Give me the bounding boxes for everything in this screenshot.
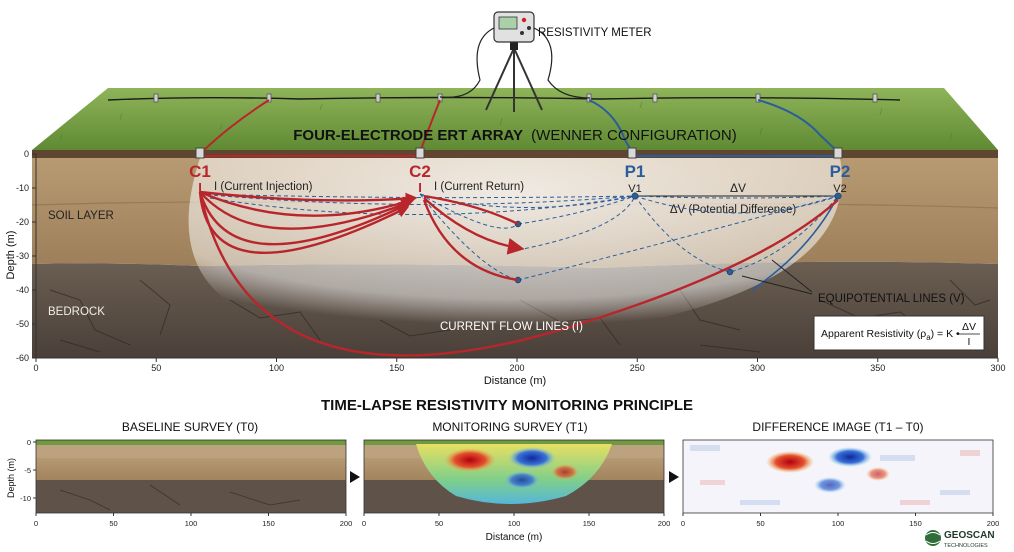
wire-p1	[588, 99, 633, 153]
mini-x-tick-label: 200	[340, 519, 353, 528]
formula-subscript: a	[926, 333, 931, 342]
mini-x-tick-label: 150	[909, 519, 922, 528]
grass-texture	[59, 101, 953, 141]
x-tick-label: 100	[269, 363, 284, 373]
panel-monitoring	[363, 439, 665, 514]
potential-line-p2	[751, 195, 839, 291]
y-axis-label: Depth (m)	[5, 231, 17, 280]
potential-difference-label: ΔV (Potential Difference)	[670, 204, 797, 216]
formula-prefix: Apparent Resistivity (ρ	[821, 328, 926, 340]
panel-title-monitoring: MONITORING SURVEY (T1)	[432, 420, 587, 434]
y-tick-label: -10	[16, 183, 29, 193]
y-tick-label: -40	[16, 285, 29, 295]
x-axis-label: Distance (m)	[484, 375, 546, 387]
mini-x-tick-label: 200	[987, 519, 1000, 528]
panel-arrow-2	[669, 471, 679, 483]
electrode-p2-label: P2	[830, 162, 851, 181]
formula-middle: ) = K •	[931, 328, 960, 340]
panel-title-difference: DIFFERENCE IMAGE (T1 – T0)	[752, 420, 923, 434]
mini-x-tick-label: 150	[262, 519, 275, 528]
mini-x-tick-label: 50	[109, 519, 117, 528]
topsoil-band	[32, 150, 998, 158]
mini-x-tick-label: 150	[583, 519, 596, 528]
electrode-c1-label: C1	[189, 162, 211, 181]
mini-x-tick-label: 200	[658, 519, 671, 528]
grass-surface	[32, 88, 998, 150]
globe-icon	[925, 530, 941, 546]
wire-c1	[201, 99, 270, 153]
equipotential-lines	[199, 193, 839, 281]
mini-x-tick-label: 50	[756, 519, 764, 528]
timelapse-title: TIME-LAPSE RESISTIVITY MONITORING PRINCI…	[321, 397, 693, 414]
electrode-c1-sub: I	[198, 180, 202, 195]
panel-difference	[682, 439, 994, 514]
current-flow-lines	[198, 190, 839, 357]
electrode-stakes	[195, 147, 843, 159]
y-tick-label: -20	[16, 217, 29, 227]
x-tick-label: 250	[630, 363, 645, 373]
mini-x-tick-label: 100	[185, 519, 198, 528]
x-ticks: 0 50 100 150 200 250 300 350 300	[33, 358, 1006, 373]
mini-x-tick-label: 100	[832, 519, 845, 528]
soil-layer-label: SOIL LAYER	[48, 210, 114, 222]
mini-y-tick-label: -5	[24, 466, 31, 475]
main-title: FOUR-ELECTRODE ERT ARRAY (WENNER CONFIGU…	[293, 127, 736, 144]
mini-x-tick-label: 0	[681, 519, 685, 528]
electrode-p1-sub: V1	[628, 183, 641, 195]
svg-text:Apparent Resistivity (ρa) = K: Apparent Resistivity (ρa) = K •	[821, 328, 960, 342]
timelapse-x-label: Distance (m)	[486, 532, 543, 543]
timelapse-y-label: Depth (m)	[6, 458, 16, 498]
main-title-rest: (WENNER CONFIGURATION)	[531, 127, 737, 144]
resistivity-meter-icon	[439, 11, 591, 112]
x-tick-label: 300	[990, 363, 1005, 373]
x-tick-label: 50	[151, 363, 161, 373]
wire-p2	[757, 99, 839, 153]
current-injection-label: I (Current Injection)	[214, 181, 313, 193]
electrode-c2-label: C2	[409, 162, 431, 181]
y-ticks: 0 -10 -20 -30 -40 -50 -60	[16, 149, 36, 363]
formula-box: Apparent Resistivity (ρa) = K • ΔV I	[813, 315, 985, 351]
current-flow-label: CURRENT FLOW LINES (I)	[440, 321, 583, 333]
y-tick-label: -60	[16, 353, 29, 363]
mini-x-tick-label: 50	[435, 519, 443, 528]
timelapse-ticks: 0 50 100 150 200 0 50 100 150 200 0 50 100 150 200 0 -5 -…	[20, 438, 999, 528]
main-title-bold: FOUR-ELECTRODE ERT ARRAY	[293, 127, 523, 144]
formula-denominator: I	[968, 336, 971, 348]
geoscan-logo: GEOSCAN TECHNOLOGIES	[925, 530, 995, 549]
electrode-c2-sub: I	[418, 180, 422, 195]
electrode-p1-label: P1	[625, 162, 646, 181]
x-tick-label: 350	[870, 363, 885, 373]
panel-baseline	[35, 439, 347, 514]
x-tick-label: 0	[33, 363, 38, 373]
formula-numerator: ΔV	[962, 321, 976, 333]
logo-sub: TECHNOLOGIES	[944, 543, 988, 549]
panel-arrow-1	[350, 471, 360, 483]
meter-label: RESISTIVITY METER	[538, 27, 652, 39]
y-tick-label: -50	[16, 319, 29, 329]
bedrock-label: BEDROCK	[48, 306, 105, 318]
mini-x-tick-label: 0	[34, 519, 38, 528]
x-tick-label: 300	[750, 363, 765, 373]
equipotential-label: EQUIPOTENTIAL LINES (V)	[818, 293, 965, 305]
mini-x-tick-label: 0	[362, 519, 366, 528]
y-tick-label: -30	[16, 251, 29, 261]
panel-title-baseline: BASELINE SURVEY (T0)	[122, 420, 258, 434]
electrode-p2-sub: V2	[833, 183, 846, 195]
logo-name: GEOSCAN	[944, 530, 995, 541]
delta-v-label: ΔV	[730, 181, 746, 195]
x-tick-label: 200	[509, 363, 524, 373]
mini-x-tick-label: 100	[508, 519, 521, 528]
surface-cable	[107, 96, 901, 101]
x-tick-label: 150	[389, 363, 404, 373]
mini-y-tick-label: -10	[20, 494, 31, 503]
current-return-label: I (Current Return)	[434, 181, 524, 193]
mini-y-tick-label: 0	[27, 438, 31, 447]
y-tick-label: 0	[24, 149, 29, 159]
